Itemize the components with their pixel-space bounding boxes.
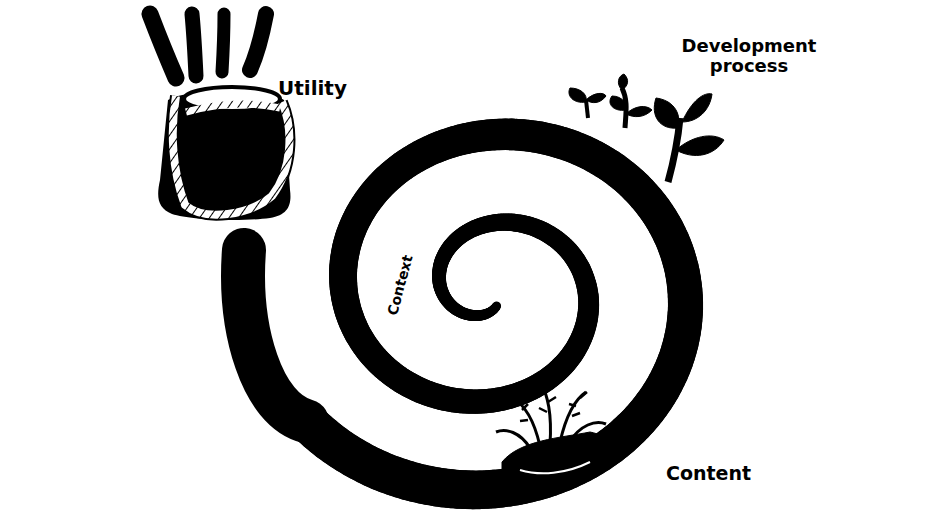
content-label: Content <box>666 462 751 484</box>
development-label: Development process <box>664 36 834 76</box>
hand-fingers <box>150 14 266 78</box>
spiral <box>243 134 685 490</box>
spiral-tail <box>243 250 307 421</box>
sprouts <box>569 74 724 182</box>
context-label: Context <box>384 253 415 317</box>
ground-plant <box>496 380 607 474</box>
utility-label: Utility <box>278 76 347 100</box>
kete-basket <box>158 87 290 220</box>
